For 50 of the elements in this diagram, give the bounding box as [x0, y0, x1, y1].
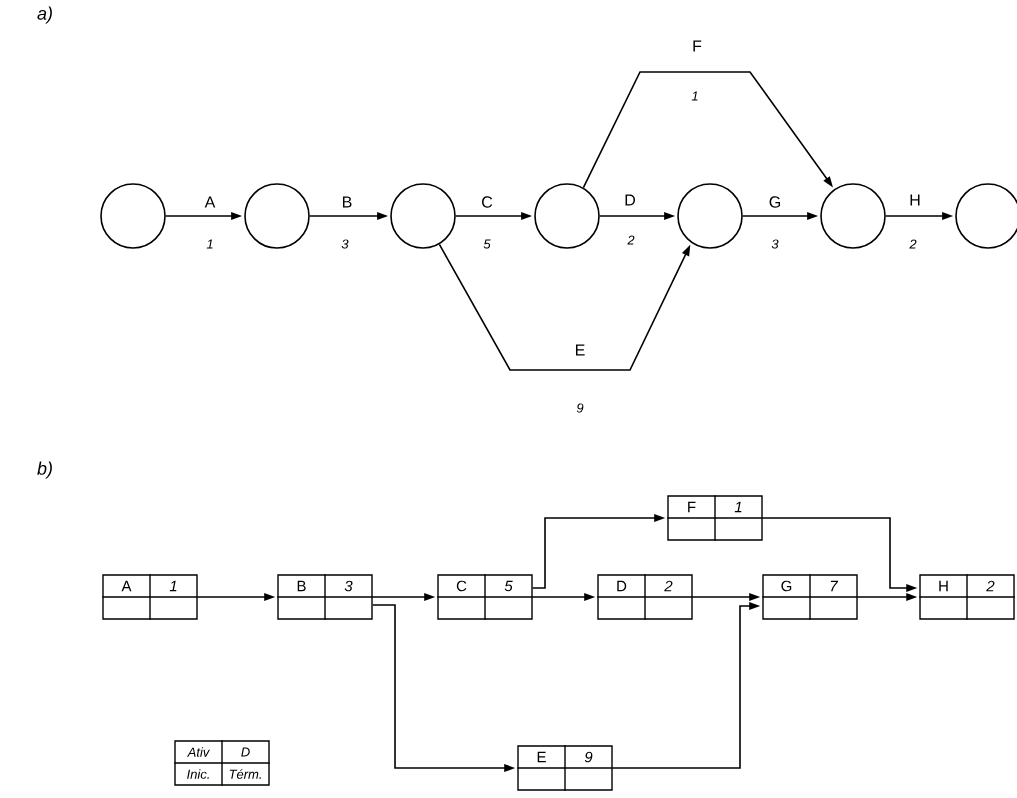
activity-box: E 9 [516, 744, 614, 792]
arrow [309, 212, 389, 220]
event-circle [677, 183, 743, 249]
arrow [371, 604, 516, 772]
activity-label: G [767, 195, 783, 209]
duration-label: 5 [483, 239, 491, 249]
arrow [438, 243, 691, 371]
activity-label: H [908, 193, 922, 207]
duration-label: 3 [341, 239, 349, 249]
arrow [761, 517, 918, 592]
arrow [165, 212, 243, 220]
arrow [691, 593, 761, 601]
arrow [611, 602, 761, 769]
arrow [742, 212, 819, 220]
event-circle [820, 183, 886, 249]
event-circle [390, 183, 456, 249]
activity-box: H 2 [918, 573, 1016, 621]
arrow [856, 593, 918, 601]
arrow [371, 593, 436, 601]
event-circle [244, 183, 310, 249]
arrow [885, 212, 954, 220]
legend-table: Ativ D Inic. Térm. [173, 739, 271, 787]
arrow [531, 593, 596, 601]
activity-box: G 7 [761, 573, 859, 621]
activity-label: B [340, 195, 354, 209]
duration-label: 9 [576, 403, 584, 413]
duration-label: 2 [627, 235, 635, 245]
activity-label: C [480, 195, 494, 209]
panel-label: a) [37, 6, 52, 24]
panel-label: b) [37, 461, 52, 479]
arrow [196, 593, 276, 601]
arrow [455, 212, 533, 220]
activity-box: C 5 [436, 573, 534, 621]
duration-label: 1 [691, 91, 698, 101]
activity-box: F 1 [666, 494, 764, 542]
arrow [531, 514, 666, 589]
activity-label: E [573, 343, 587, 357]
duration-label: 1 [206, 239, 213, 249]
duration-label: 2 [909, 239, 917, 249]
event-circle [100, 183, 166, 249]
activity-box: B 3 [276, 573, 374, 621]
activity-label: A [203, 195, 217, 209]
event-circle [534, 183, 600, 249]
arrow [582, 71, 833, 189]
activity-box: D 2 [596, 573, 694, 621]
activity-label: F [691, 39, 703, 53]
duration-label: 3 [771, 239, 779, 249]
arrow [599, 212, 676, 220]
activity-box: A 1 [101, 573, 199, 621]
activity-label: D [623, 193, 637, 207]
